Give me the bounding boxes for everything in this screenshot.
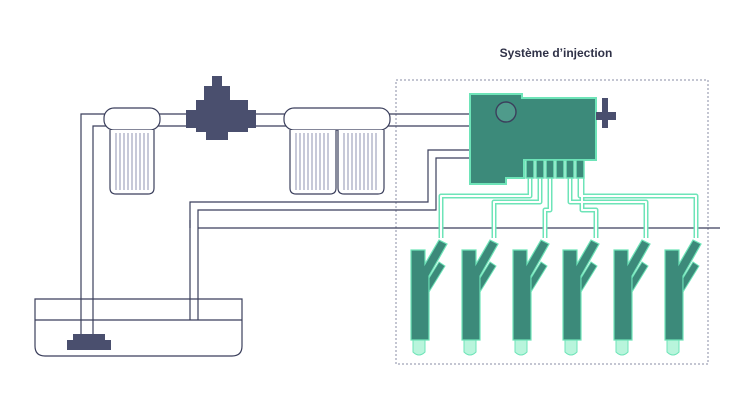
injection-system-title: Système d’injection xyxy=(499,46,613,60)
valve xyxy=(186,76,256,140)
fuel-tank xyxy=(34,298,243,357)
injector-3 xyxy=(512,239,550,356)
injector-5 xyxy=(613,239,651,356)
injector-6 xyxy=(664,239,702,356)
pump-flange xyxy=(602,98,608,128)
pump-port xyxy=(495,101,517,123)
pump-outlets xyxy=(525,159,585,179)
injection-system-boundary xyxy=(395,79,709,365)
injection-lines xyxy=(438,178,699,238)
injectors xyxy=(410,239,702,356)
return-pipe xyxy=(189,149,720,320)
suction-pickup xyxy=(67,334,111,350)
double-filter xyxy=(283,107,391,195)
injection-lines-inner xyxy=(440,178,697,238)
injector-4 xyxy=(562,239,600,356)
injector-1 xyxy=(410,239,448,356)
injector-2 xyxy=(461,239,499,356)
high-pressure-pump xyxy=(469,93,616,185)
pre-filter xyxy=(103,107,161,195)
